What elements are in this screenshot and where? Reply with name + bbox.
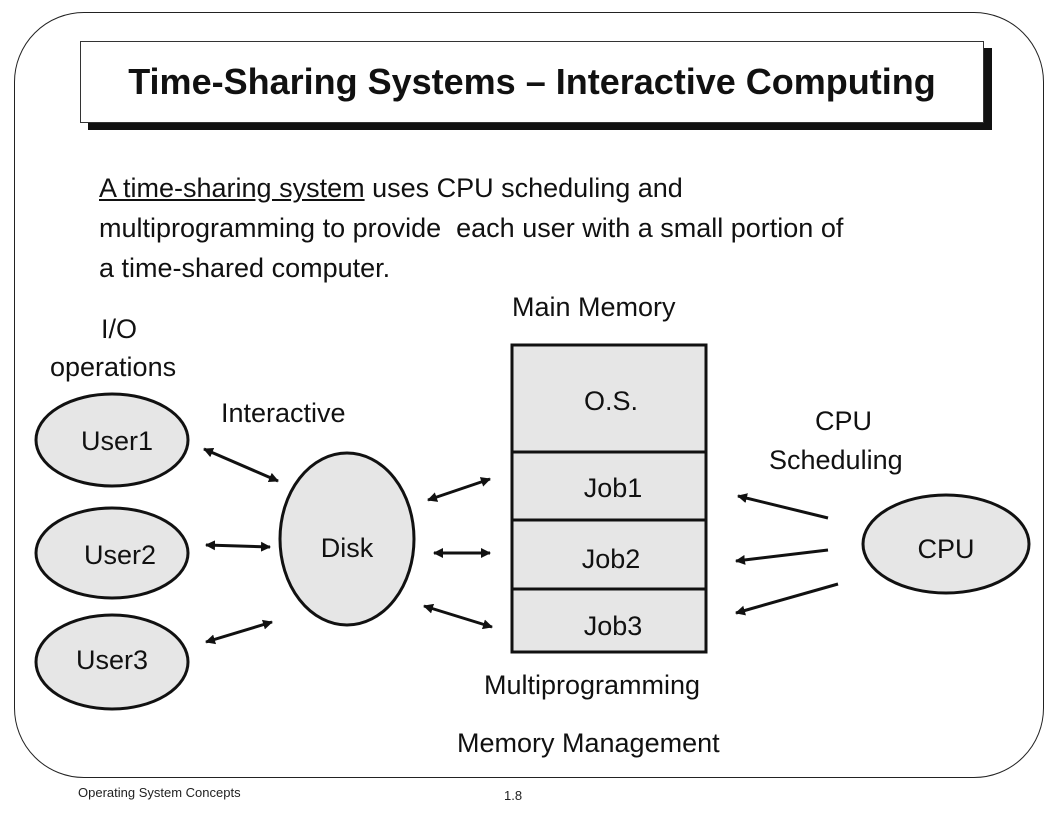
arrow-cpu-job1 bbox=[737, 493, 829, 520]
arrow-cpu-job3 bbox=[735, 582, 839, 616]
cpu-node: CPU bbox=[861, 493, 1031, 595]
multiprogramming-label: Multiprogramming bbox=[484, 670, 701, 700]
paragraph-line-1: A time-sharing system uses CPU schedulin… bbox=[99, 168, 999, 208]
arrow-disk-job3 bbox=[423, 603, 493, 630]
user2-node: User2 bbox=[34, 506, 190, 600]
user3-node: User3 bbox=[34, 613, 190, 711]
cpu-scheduling-line1: CPU bbox=[815, 406, 873, 436]
arrow-user1-disk bbox=[203, 447, 279, 483]
main-memory-stack: O.S. Job1 Job2 Job3 bbox=[510, 343, 708, 654]
intro-paragraph: A time-sharing system uses CPU schedulin… bbox=[99, 168, 999, 288]
user3-label: User3 bbox=[76, 645, 148, 675]
arrow-user2-disk bbox=[205, 540, 271, 552]
footer-page-number: 1.8 bbox=[504, 788, 523, 803]
cpu-scheduling-line2: Scheduling bbox=[769, 445, 903, 475]
io-label-line1: I/O bbox=[101, 314, 138, 344]
paragraph-underlined-term: A time-sharing system bbox=[99, 173, 365, 203]
footer-book-title: Operating System Concepts bbox=[78, 785, 241, 800]
memory-job2-label: Job2 bbox=[582, 544, 641, 574]
disk-label: Disk bbox=[321, 533, 374, 563]
paragraph-line-3: a time-shared computer. bbox=[99, 253, 391, 283]
memory-job1-label: Job1 bbox=[584, 473, 643, 503]
user1-node: User1 bbox=[34, 392, 190, 488]
memory-job3-label: Job3 bbox=[584, 611, 643, 641]
io-label-line2: operations bbox=[50, 352, 177, 382]
cpu-label: CPU bbox=[917, 534, 974, 564]
arrow-cpu-job2 bbox=[735, 548, 829, 565]
disk-node: Disk bbox=[278, 451, 416, 627]
interactive-label: Interactive bbox=[221, 398, 346, 428]
memory-block-os bbox=[510, 343, 708, 454]
user2-label: User2 bbox=[84, 540, 156, 570]
arrow-disk-job1 bbox=[427, 477, 491, 502]
arrow-user3-disk bbox=[205, 619, 273, 645]
paragraph-line-2: multiprogramming to provide each user wi… bbox=[99, 213, 844, 243]
user1-label: User1 bbox=[81, 426, 153, 456]
title-box: Time-Sharing Systems – Interactive Compu… bbox=[80, 41, 984, 123]
memory-block-job1 bbox=[510, 450, 708, 522]
paragraph-line1-rest: uses CPU scheduling and bbox=[364, 173, 683, 203]
slide-title: Time-Sharing Systems – Interactive Compu… bbox=[128, 61, 936, 102]
slide-frame bbox=[14, 12, 1044, 778]
memory-block-job3 bbox=[510, 587, 708, 654]
memory-management-label: Memory Management bbox=[457, 728, 720, 758]
memory-os-label: O.S. bbox=[584, 386, 638, 416]
memory-block-job2 bbox=[510, 518, 708, 591]
main-memory-label: Main Memory bbox=[512, 292, 676, 322]
